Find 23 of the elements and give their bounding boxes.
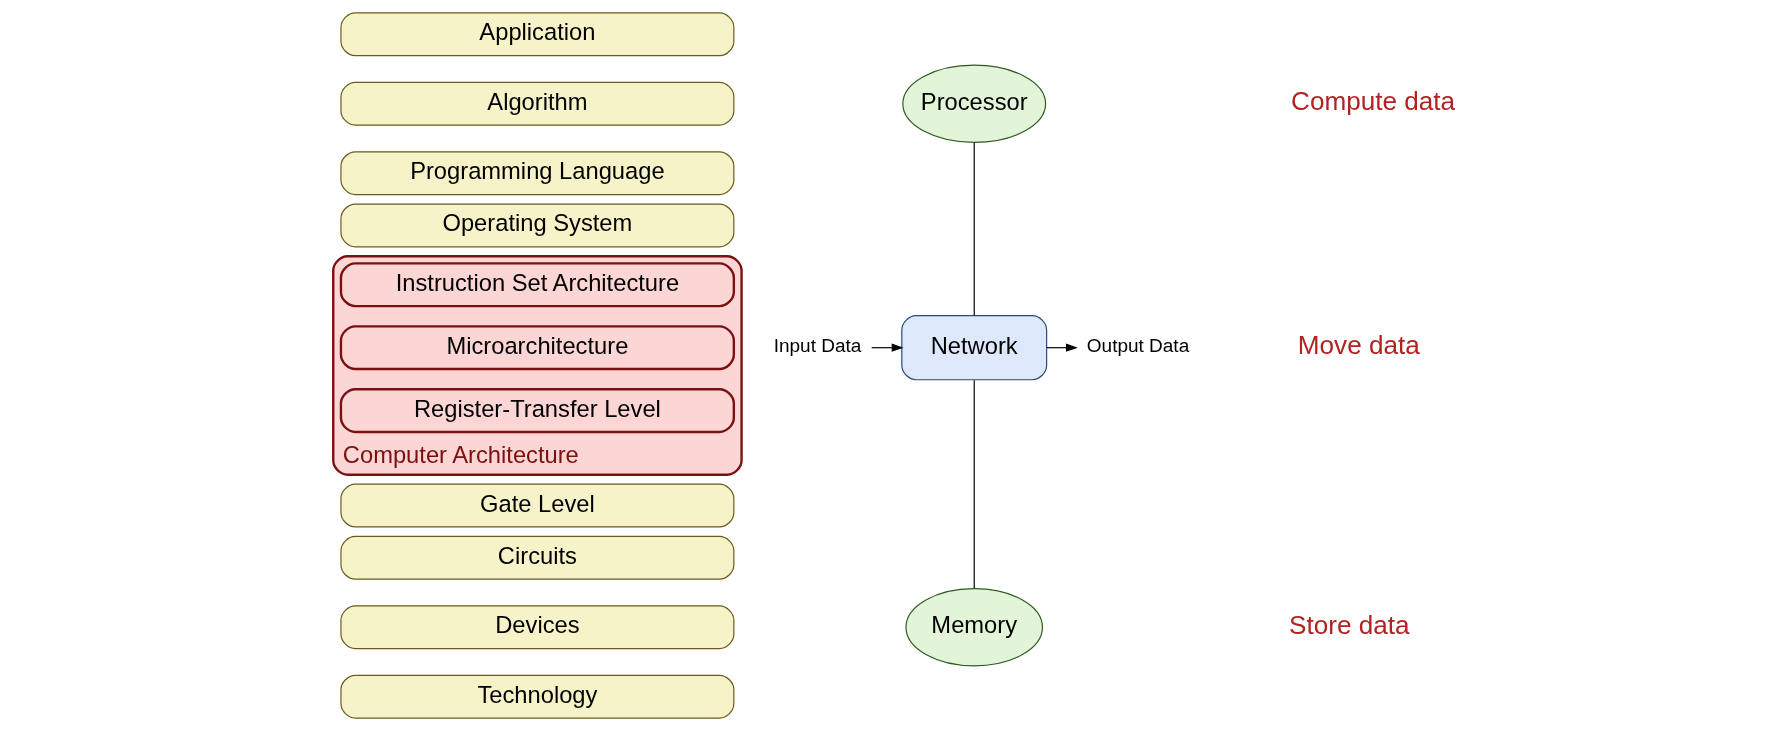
- node-box: Gate Level: [339, 483, 734, 528]
- arrow: [1045, 343, 1078, 352]
- arrow: [870, 343, 904, 352]
- node-box: Circuits: [339, 535, 734, 580]
- label: Move data: [1297, 330, 1420, 361]
- node-ellipse: Processor: [901, 64, 1046, 143]
- node-box: Microarchitecture: [339, 325, 735, 371]
- node-box: Application: [339, 12, 734, 57]
- node-box: Instruction Set Architecture: [339, 262, 735, 308]
- node-box: Devices: [339, 605, 734, 650]
- node-box: Operating System: [339, 203, 734, 248]
- node-box: Programming Language: [339, 151, 734, 196]
- node-text: Input Data: [773, 335, 861, 357]
- node-text: Output Data: [1086, 335, 1189, 357]
- connector: [973, 142, 975, 317]
- node-box: Technology: [339, 674, 734, 719]
- label: Compute data: [1290, 86, 1455, 117]
- node-box: Algorithm: [339, 81, 734, 126]
- node-box: Register-Transfer Level: [339, 388, 735, 434]
- node-box: Network: [900, 315, 1047, 381]
- label: Store data: [1288, 609, 1410, 640]
- node-ellipse: Memory: [904, 588, 1043, 667]
- connector: [973, 379, 975, 589]
